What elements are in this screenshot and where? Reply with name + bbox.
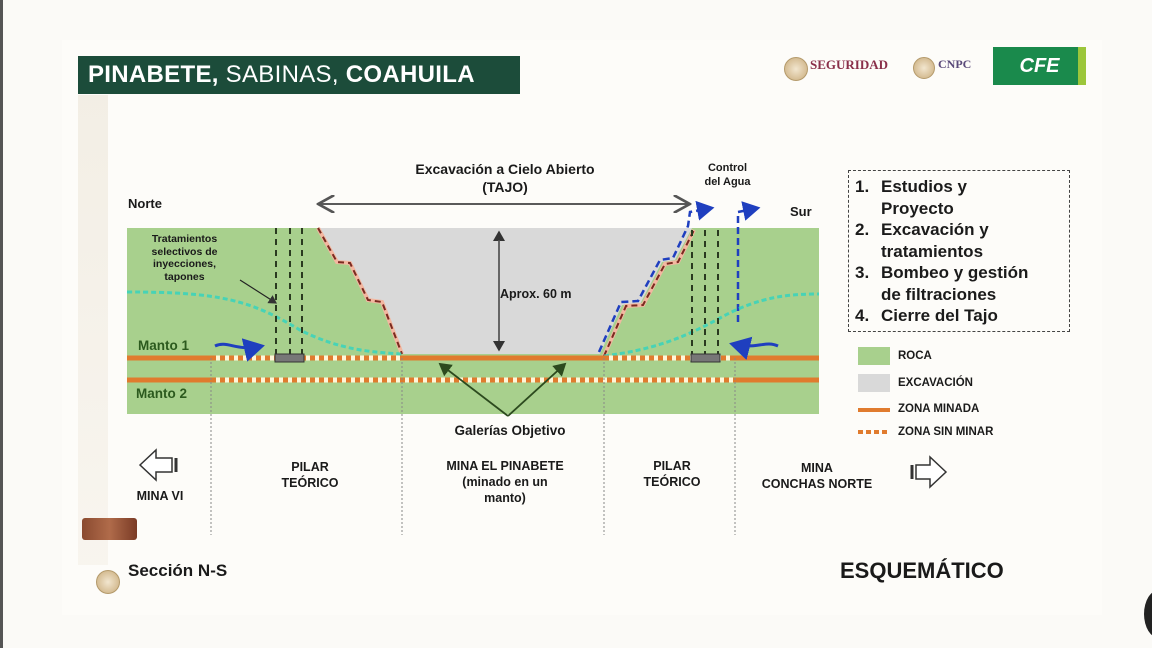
zone-mina-vi: MINA VI [136,489,184,503]
mined-line-swatch [858,407,890,412]
zone-pilar-sur: PILAR TEÓRICO [622,458,722,490]
legend-label: ROCA [898,350,932,362]
step-text: tratamientos [881,241,984,261]
title-part-2: SABINAS, [218,61,346,88]
excavation-swatch [858,374,890,392]
logo-text-seguridad: SEGURIDAD [810,57,889,72]
heroes-illustration [82,518,137,540]
step-item: 3. Bombeo y gestión de filtraciones [855,262,1063,305]
zone-pilar-norte: PILAR TEÓRICO [260,459,360,491]
national-seal-icon [96,570,120,594]
treatment-line: inyecciones, [152,258,217,270]
zone-line: PILAR [653,459,691,473]
step-text: Cierre del Tajo [881,306,998,325]
left-arrow-icon [138,448,178,482]
legend-label: ZONA MINADA [898,403,980,415]
zone-line: TEÓRICO [643,475,701,489]
zone-line: (minado en un [462,475,548,489]
decorative-background-pattern [78,95,108,565]
step-text: Bombeo y gestión [881,263,1029,282]
step-number: 1. [855,177,870,196]
water-control-line-2: del Agua [704,176,751,188]
legend-zona-sin-minar: ZONA SIN MINAR [858,426,993,438]
treatment-line: tapones [164,270,205,283]
legend-zona-minada: ZONA MINADA [858,403,979,415]
zone-line: CONCHAS NORTE [761,477,873,491]
treatment-label: Tratamientos selectivos de inyecciones, … [132,233,237,283]
pit-title-line-1: Excavación a Cielo Abierto [415,161,595,177]
legend-label: EXCAVACIÓN [898,377,973,389]
step-text: Excavación y [881,220,989,239]
seam-1-label: Manto 1 [138,338,190,353]
logo-text-cnpc: CNPC [938,57,972,71]
step-number: 3. [855,263,870,282]
seal-icon [784,57,808,81]
north-label: Norte [128,196,162,211]
pit-title-line-2: (TAJO) [482,179,528,195]
title-part-1: PINABETE, [88,61,219,88]
unmined-line-swatch [858,430,890,434]
zone-line: TEÓRICO [281,476,339,490]
page-title: PINABETE, SABINAS, COAHUILA [78,56,520,94]
step-text: Estudios y [881,177,967,196]
water-control-label: Control del Agua [690,161,765,189]
logo-cfe: CFE [993,47,1086,85]
window-edge [0,0,3,648]
step-text: Proyecto [881,198,954,218]
seal-icon [913,57,935,79]
right-arrow-icon [910,455,948,489]
step-item: 1. Estudios y Proyecto [855,176,1063,219]
rock-swatch [858,347,890,365]
floating-control-button[interactable] [1144,590,1152,638]
step-number: 2. [855,220,870,239]
title-part-3: COAHUILA [345,61,475,88]
step-item: 2. Excavación y tratamientos [855,219,1063,262]
step-number: 4. [855,306,870,325]
water-control-line-1: Control [707,162,748,174]
zone-mina-pinabete: MINA EL PINABETE (minado en un manto) [420,458,590,506]
zone-line: MINA [801,461,833,475]
target-galleries-label: Galerías Objetivo [454,423,566,438]
section-label: Sección N-S [128,561,228,580]
treatment-line: Tratamientos [151,233,218,245]
pit-title: Excavación a Cielo Abierto (TAJO) [370,160,640,196]
legend-roca: ROCA [858,347,932,365]
zone-line: manto) [484,491,526,505]
legend-excavacion: EXCAVACIÓN [858,374,973,392]
depth-label: Aprox. 60 m [500,287,572,301]
zone-line: MINA EL PINABETE [446,459,564,473]
zone-mina-conchas: MINA CONCHAS NORTE [752,460,882,492]
schematic-label: ESQUEMÁTICO [840,558,1004,583]
zone-line: PILAR [291,460,329,474]
legend-label: ZONA SIN MINAR [898,426,994,438]
south-label: Sur [790,204,812,219]
process-steps-box: 1. Estudios y Proyecto 2. Excavación y trata… [848,170,1070,332]
step-item: 4. Cierre del Tajo [855,305,1063,327]
step-text: de filtraciones [881,284,997,304]
seam-2-label: Manto 2 [136,386,188,401]
treatment-line: selectivos de [151,245,218,258]
